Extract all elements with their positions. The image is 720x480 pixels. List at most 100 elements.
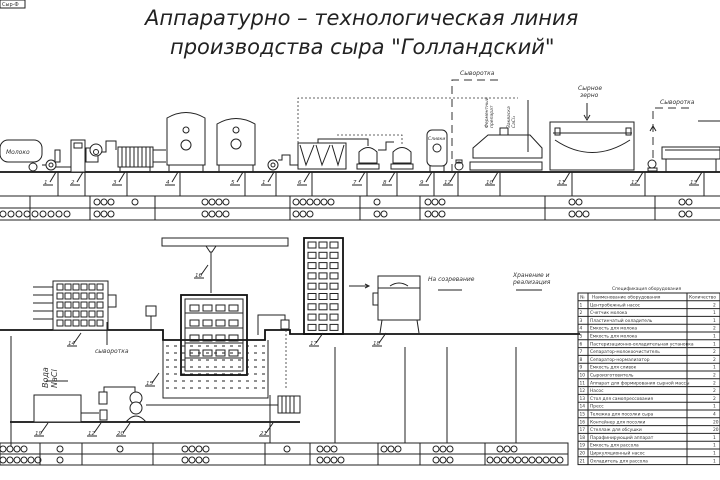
title-line-2: производства сыра "Голландский": [170, 35, 555, 59]
item-number-marker: 5: [231, 180, 235, 186]
item-number-marker: 20: [117, 431, 124, 437]
spec-row-name: Емкость для молока: [590, 334, 637, 340]
press-table-13: [661, 120, 720, 172]
equipment-symbol: [496, 445, 504, 453]
item-number-marker: 18: [373, 341, 380, 347]
drying-rack-17: [303, 237, 344, 335]
salting-container-16: [180, 294, 248, 376]
equipment-symbol: [55, 210, 63, 218]
equipment-symbol: [0, 456, 7, 464]
equipment-symbol: [215, 210, 223, 218]
item-number-marker: 12: [88, 431, 95, 437]
pump-1b: [267, 154, 298, 171]
equipment-symbol: [439, 445, 447, 453]
equipment-symbol: [31, 210, 39, 218]
spec-row-name: Емкость для молока: [590, 326, 637, 332]
title-line-1: Аппаратурно – технологическая линия: [143, 6, 578, 30]
equipment-symbol: [0, 445, 7, 453]
forming-apparatus-11: Сырное зерно: [549, 85, 635, 171]
item-number-marker: 13: [690, 180, 697, 186]
equipment-symbol: [549, 456, 557, 464]
item-number-marker: 12: [631, 180, 638, 186]
spec-row-number: 7: [580, 349, 583, 355]
spec-row-number: 14: [580, 404, 586, 410]
spec-row-number: 17: [580, 427, 586, 433]
equipment-symbol: [424, 210, 432, 218]
spec-row-name: Стеллаж для обсушки: [590, 426, 642, 433]
spec-row-number: 1: [580, 302, 583, 308]
enzyme-label-1: Ферментный: [484, 97, 490, 128]
spec-row-name: Циркуляционный насос: [590, 450, 645, 457]
equipment-symbol: [306, 210, 314, 218]
equipment-symbol: [380, 445, 388, 453]
separator-7: [337, 134, 403, 170]
spec-row-number: 9: [580, 365, 583, 371]
item-number-marker: 16: [195, 273, 202, 279]
equipment-symbol: [201, 210, 209, 218]
equipment-symbol: [432, 445, 440, 453]
equipment-symbol: [195, 456, 203, 464]
equipment-symbol: [521, 456, 529, 464]
item-number-marker: 7: [353, 180, 357, 186]
equipment-symbol: [188, 445, 196, 453]
equipment-symbol: [327, 198, 335, 206]
equipment-symbol: [306, 198, 314, 206]
item-number-marker: 11: [558, 180, 565, 186]
equipment-symbol: [0, 210, 7, 218]
spec-row-name: Счетчик молока: [590, 310, 628, 316]
spec-row-number: 15: [580, 412, 586, 418]
equipment-symbol: [222, 210, 230, 218]
item-number-marker: 17: [310, 341, 317, 347]
equipment-symbol: [568, 198, 576, 206]
equipment-symbol: [7, 210, 15, 218]
cheese-grain-label-1: Сырное: [578, 85, 602, 92]
spec-row-name: Центробежный насос: [590, 301, 641, 308]
overhead-hoist: [161, 237, 289, 293]
spec-header-name: Наименование оборудования: [592, 294, 661, 301]
spec-header-number: №: [580, 295, 585, 301]
milk-tanker: Молоко: [0, 139, 43, 172]
item-number-marker: 10: [486, 180, 493, 186]
spec-row: 17 Стеллаж для обсушки 20: [580, 426, 719, 433]
equipment-symbol: [380, 210, 388, 218]
spec-row-name: Охладитель для рассола: [590, 458, 648, 464]
spec-row-qty: 2: [713, 349, 716, 355]
item-number-marker: 12: [444, 180, 451, 186]
equipment-symbol: [195, 445, 203, 453]
spec-row-qty: 20: [713, 427, 719, 433]
equipment-symbol: [208, 198, 216, 206]
equipment-symbol: [685, 210, 693, 218]
spec-row-number: 13: [580, 396, 586, 402]
item-number-marker: 21: [260, 431, 267, 437]
equipment-symbol: [424, 198, 432, 206]
equipment-symbol: [13, 445, 21, 453]
spec-row-name: Насос: [590, 388, 604, 394]
press-14: [33, 280, 117, 331]
equipment-symbol: [283, 445, 291, 453]
equipment-symbol: [299, 198, 307, 206]
equipment-symbol: [542, 456, 550, 464]
equipment-symbol: [34, 456, 42, 464]
spec-row-name: Пресс: [590, 404, 604, 410]
equipment-symbol: [320, 198, 328, 206]
item-number-marker: 6: [298, 180, 302, 186]
spec-row-qty: 1: [713, 458, 716, 464]
item-number-marker: 14: [68, 341, 75, 347]
spec-row-qty: 2: [713, 357, 716, 363]
equipment-symbol: [510, 445, 518, 453]
spec-row-number: 19: [580, 443, 586, 449]
spec-row-number: 12: [580, 388, 586, 394]
equipment-symbol: [208, 210, 216, 218]
item-number-marker: 3: [113, 180, 117, 186]
equipment-symbol: [373, 198, 381, 206]
equipment-symbol: [330, 445, 338, 453]
spec-header-qty: Количество: [689, 295, 716, 301]
equipment-symbol: [313, 198, 321, 206]
